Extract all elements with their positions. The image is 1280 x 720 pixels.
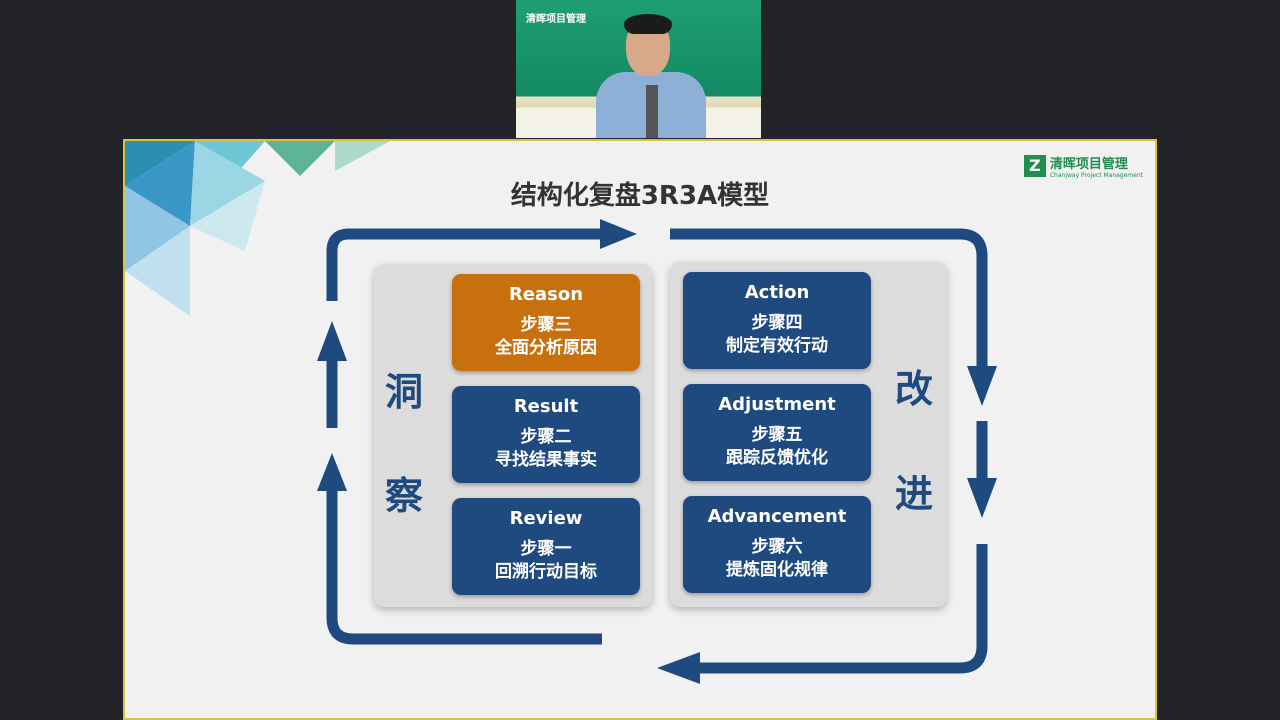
box-step: 步骤六 — [751, 537, 803, 557]
label-jin: 进 — [895, 472, 934, 516]
box-action: Action 步骤四制定有效行动 — [683, 272, 871, 369]
shared-slide: 结构化复盘3R3A模型 Z 清晖项目管理 Chanjway Project Ma… — [123, 139, 1157, 720]
box-step: 步骤五 — [751, 425, 803, 445]
arrow-bottom-right — [695, 544, 988, 674]
brand-logo: Z 清晖项目管理 Chanjway Project Management — [1023, 153, 1143, 179]
box-result: Result 步骤二寻找结果事实 — [452, 386, 640, 483]
box-adjustment: Adjustment 步骤五跟踪反馈优化 — [683, 384, 871, 481]
presenter-tie — [646, 85, 658, 138]
box-desc: 跟踪反馈优化 — [726, 448, 828, 468]
camera-logo: 清晖项目管理 — [526, 14, 586, 25]
presenter-video: 清晖项目管理 — [516, 0, 761, 138]
box-title: Action — [744, 282, 810, 303]
box-step: 步骤二 — [520, 427, 572, 447]
box-title: Review — [509, 508, 583, 529]
box-title: Result — [513, 396, 579, 417]
label-dong: 洞 — [385, 370, 424, 414]
box-review: Review 步骤一回溯行动目标 — [452, 498, 640, 595]
box-desc: 制定有效行动 — [726, 336, 828, 356]
logo-mark-icon: Z — [1023, 155, 1046, 177]
cycle-arrows — [317, 219, 997, 684]
box-reason: Reason 步骤三全面分析原因 — [452, 274, 640, 371]
label-gai: 改 — [895, 367, 934, 411]
arrowhead-down-icon — [967, 366, 997, 406]
arrow-bottom-left — [326, 486, 602, 645]
arrowhead-down-icon — [967, 478, 997, 518]
logo-sub: Chanjway Project Management — [1049, 172, 1143, 179]
box-desc: 全面分析原因 — [495, 338, 597, 358]
box-advancement: Advancement 步骤六提炼固化规律 — [683, 496, 871, 593]
label-cha: 察 — [385, 474, 424, 518]
arrowhead-right-icon — [600, 219, 637, 249]
box-step: 步骤一 — [520, 539, 572, 559]
box-desc: 回溯行动目标 — [495, 562, 597, 582]
arrow-top-right — [670, 228, 988, 371]
box-step: 步骤三 — [520, 315, 572, 335]
logo-name: 清晖项目管理 — [1049, 157, 1128, 172]
box-title: Reason — [508, 284, 584, 305]
slide-title: 结构化复盘3R3A模型 — [510, 181, 770, 211]
box-title: Adjustment — [718, 394, 836, 415]
box-desc: 提炼固化规律 — [726, 560, 828, 580]
box-title: Advancement — [707, 506, 847, 527]
decorative-triangles — [125, 141, 390, 316]
box-desc: 寻找结果事实 — [495, 450, 597, 470]
presenter-hair — [624, 14, 672, 34]
arrow-top-left — [326, 228, 605, 301]
box-step: 步骤四 — [751, 313, 803, 333]
arrowhead-up-icon — [317, 321, 347, 361]
arrowhead-left-icon — [657, 652, 700, 684]
arrowhead-up-icon — [317, 453, 347, 491]
